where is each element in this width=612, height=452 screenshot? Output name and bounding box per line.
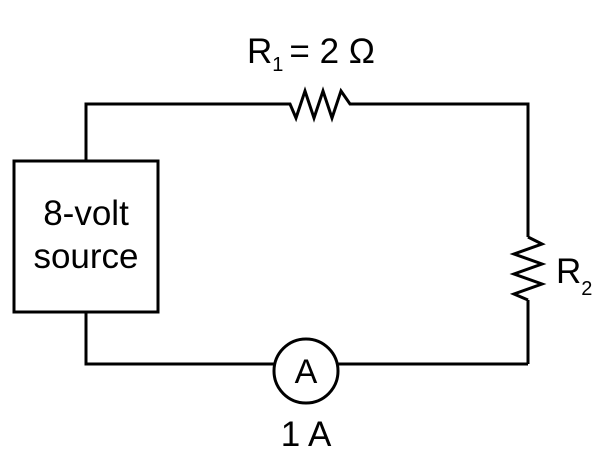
r2-label: R2 xyxy=(556,252,592,300)
top-wire-with-r1-resistor xyxy=(84,86,530,237)
ammeter-reading: 1 A xyxy=(281,415,332,452)
r1-symbol: R xyxy=(247,32,272,71)
source-label-line1: 8-volt xyxy=(43,194,129,233)
ammeter-circle xyxy=(272,337,340,405)
r1-label: R1 = 2 Ω xyxy=(247,32,375,76)
bottom-wire-left xyxy=(84,312,274,366)
source-label-line2: source xyxy=(33,237,138,276)
r1-value: = 2 Ω xyxy=(289,32,375,71)
ammeter-symbol: A xyxy=(295,353,318,391)
voltage-source-box xyxy=(12,159,160,314)
r1-subscript: 1 xyxy=(272,54,283,76)
r2-symbol: R xyxy=(556,252,581,291)
r2-subscript: 2 xyxy=(581,278,592,300)
r2-resistor xyxy=(509,235,547,302)
